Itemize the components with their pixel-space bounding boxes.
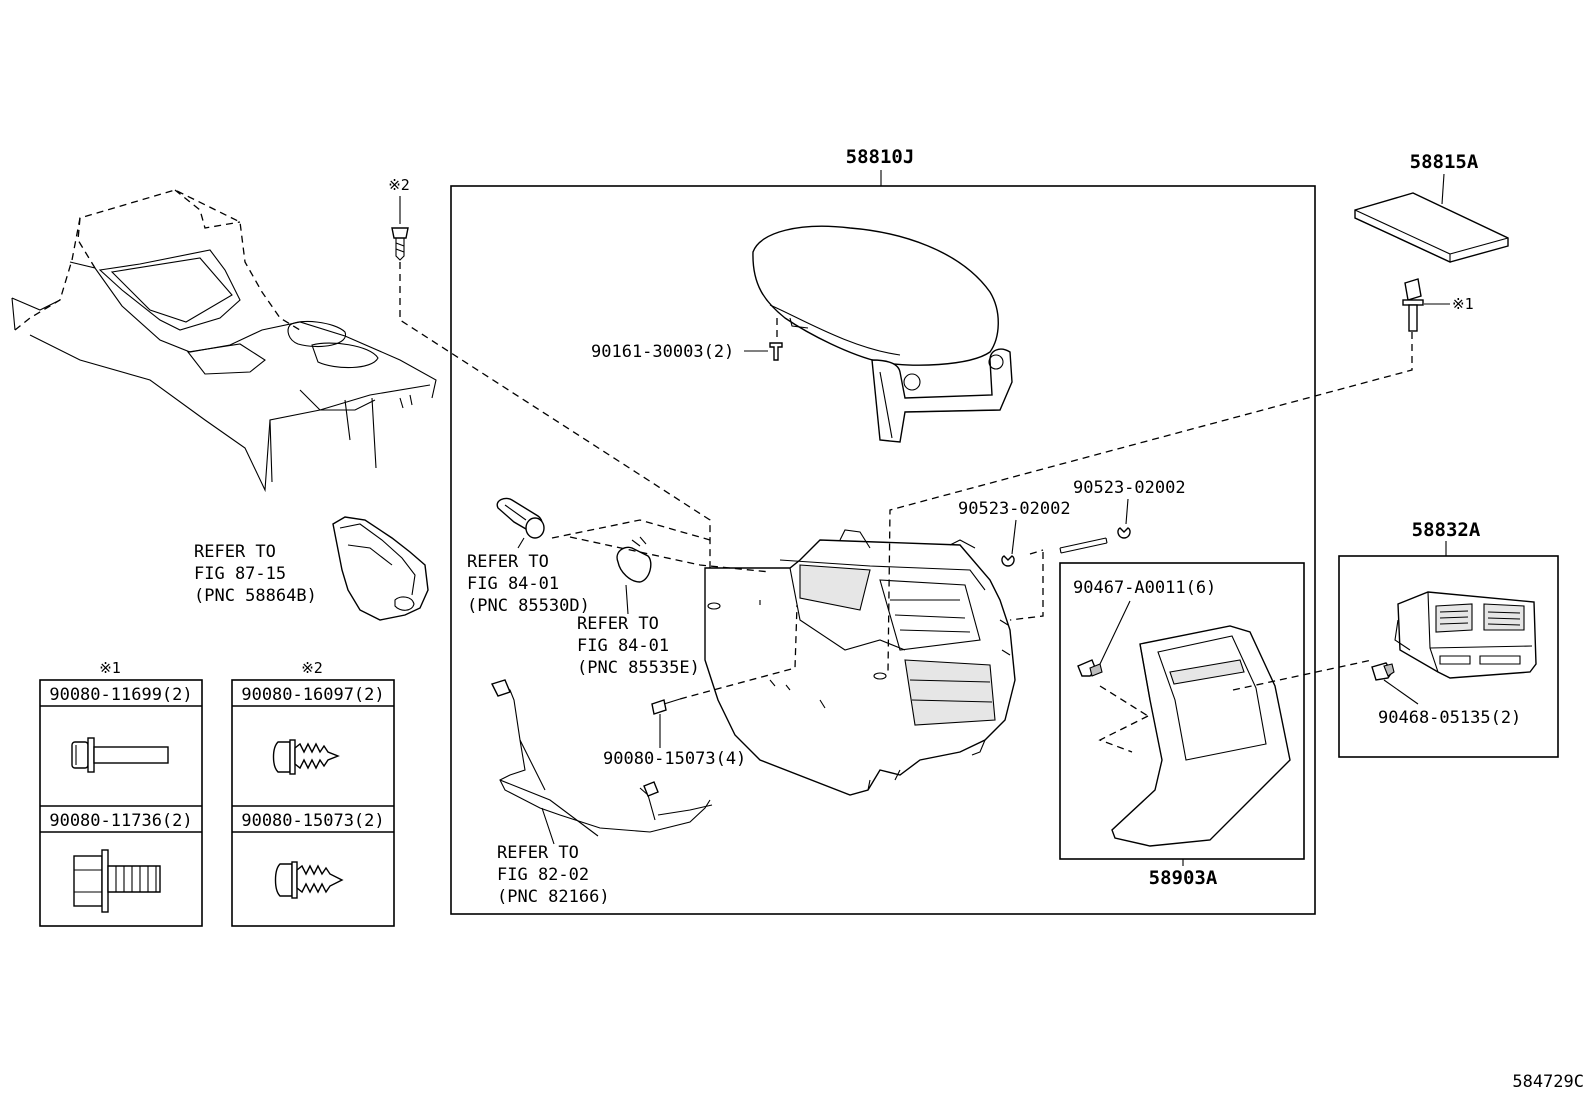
register-frame <box>1338 555 1559 758</box>
screw-90080-15073-callout: 90080-15073(4) <box>603 604 798 769</box>
screw-90161-callout: 90161-30003(2) <box>591 342 783 362</box>
svg-text:FIG 84-01: FIG 84-01 <box>467 574 559 594</box>
rear-register-illustration <box>1394 591 1537 679</box>
reference-note-fig-84-01-85530D: REFER TO FIG 84-01 (PNC 85530D) <box>467 537 590 616</box>
reference-note-fig-82-02: REFER TO FIG 82-02 (PNC 82166) <box>497 807 610 907</box>
legend-part-90080-11736: 90080-11736(2) <box>49 811 192 831</box>
part-label-90080-15073: 90080-15073(4) <box>603 749 746 769</box>
svg-text:FIG 82-02: FIG 82-02 <box>497 865 589 885</box>
svg-text:(PNC 82166): (PNC 82166) <box>497 887 610 907</box>
part-label-58815A: 58815A <box>1410 151 1479 173</box>
console-box-assembly-frame <box>450 185 1316 915</box>
svg-text:REFER TO: REFER TO <box>497 843 579 863</box>
svg-text:FIG 87-15: FIG 87-15 <box>194 564 286 584</box>
svg-text:FIG 84-01: FIG 84-01 <box>577 636 669 656</box>
legend-mark-1: ※1 <box>99 659 121 677</box>
svg-text:REFER TO: REFER TO <box>467 552 549 572</box>
rear-panel-clip-leader <box>1098 685 1149 753</box>
part-label-90467-A0011: 90467-A0011(6) <box>1073 578 1216 598</box>
svg-text:REFER TO: REFER TO <box>194 542 276 562</box>
part-label-58810J: 58810J <box>846 146 915 168</box>
tapping-screw-icon <box>272 739 340 775</box>
svg-text:REFER TO: REFER TO <box>577 614 659 634</box>
bolt-ref1-callout: ※1 <box>1402 278 1474 332</box>
clip-90523-callouts: 90523-02002 90523-02002 <box>958 478 1186 621</box>
hex-bolt-icon <box>73 849 161 913</box>
legend-part-90080-16097: 90080-16097(2) <box>241 685 384 705</box>
legend-mark-2: ※2 <box>301 659 323 677</box>
rear-panel-illustration <box>1111 625 1291 847</box>
reference-note-fig-87-15: REFER TO FIG 87-15 (PNC 58864B) <box>194 542 317 606</box>
svg-text:(PNC 85535E): (PNC 85535E) <box>577 658 700 678</box>
wire-harness-illustration <box>491 679 713 837</box>
screw-ref2-mark: ※2 <box>388 176 410 194</box>
rear-panel-frame <box>1059 562 1305 860</box>
socket-85530D-illustration <box>496 497 711 541</box>
tapping-screw-icon <box>274 861 344 899</box>
figure-code: 584729C <box>1512 1072 1584 1092</box>
console-mat-illustration <box>1354 192 1509 263</box>
part-label-90468-05135: 90468-05135(2) <box>1378 708 1521 728</box>
console-body-illustration <box>704 529 1016 796</box>
cup-holder-insert-illustration <box>332 516 429 621</box>
bolt-ref1-mark: ※1 <box>1452 295 1474 313</box>
flange-bolt-icon <box>71 737 169 773</box>
part-label-58832A: 58832A <box>1412 519 1481 541</box>
clip-90467-icon <box>1077 659 1103 677</box>
part-label-90523-02002-b: 90523-02002 <box>1073 478 1186 498</box>
bolt-ref1-leader <box>887 332 1413 673</box>
part-label-90523-02002-a: 90523-02002 <box>958 499 1071 519</box>
part-label-58903A: 58903A <box>1149 867 1218 889</box>
legend-part-90080-11699: 90080-11699(2) <box>49 685 192 705</box>
legend-fastener-table: ※1 ※2 90080-11699(2) 90080-11736(2) 9008… <box>39 659 395 927</box>
part-label-90161-30003: 90161-30003(2) <box>591 342 734 362</box>
armrest-lid-illustration <box>752 225 1013 443</box>
screw-ref2-callout: ※2 <box>388 176 711 600</box>
reference-note-fig-84-01-85535E: REFER TO FIG 84-01 (PNC 85535E) <box>577 584 700 678</box>
socket-85535E-illustration <box>569 536 771 583</box>
upper-console-illustration <box>11 189 437 493</box>
clip-90468-icon <box>1371 662 1395 681</box>
svg-text:(PNC 58864B): (PNC 58864B) <box>194 586 317 606</box>
legend-part-90080-15073: 90080-15073(2) <box>241 811 384 831</box>
svg-text:(PNC 85530D): (PNC 85530D) <box>467 596 590 616</box>
